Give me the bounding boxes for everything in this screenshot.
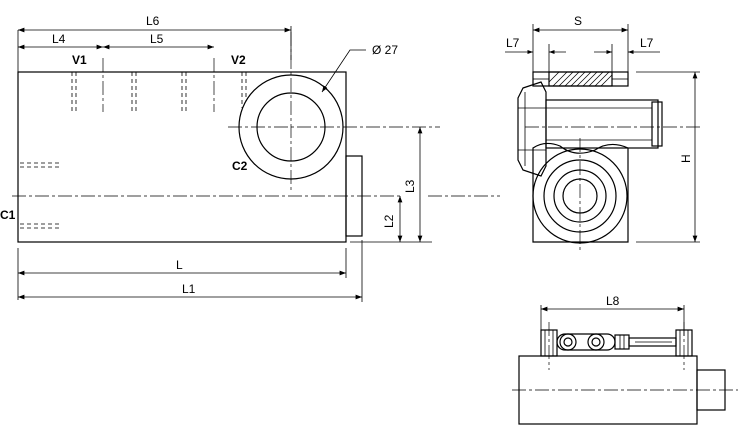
c1-hidden-lines: [20, 162, 60, 229]
label-L2: L2: [382, 214, 396, 228]
hatch-area: [548, 71, 613, 87]
side-view: [505, 24, 700, 250]
label-C2: C2: [232, 159, 248, 173]
label-L7-left: L7: [506, 36, 520, 50]
diameter-leader: [321, 49, 366, 93]
label-V1: V1: [72, 53, 87, 67]
label-C1: C1: [0, 208, 16, 222]
label-H: H: [679, 154, 693, 163]
side-block: [532, 142, 629, 243]
dim-L2-L3: [350, 127, 432, 243]
dim-L6: [17, 26, 292, 72]
hex-nut: [517, 81, 547, 177]
label-diameter: Ø 27: [372, 43, 398, 57]
label-L6: L6: [146, 14, 160, 28]
hidden-bores: [71, 58, 247, 112]
bottom-view: [512, 305, 738, 425]
label-V2: V2: [231, 53, 246, 67]
label-L3: L3: [403, 179, 417, 193]
front-view: [12, 26, 500, 302]
label-L7-right: L7: [640, 36, 654, 50]
label-L: L: [176, 258, 183, 272]
label-L8: L8: [606, 294, 620, 308]
dim-L1: [18, 240, 363, 302]
label-L1: L1: [182, 282, 196, 296]
label-L4: L4: [52, 32, 66, 46]
dim-L: [17, 248, 347, 300]
label-L5: L5: [150, 32, 164, 46]
label-S: S: [574, 14, 582, 28]
bolt: [545, 99, 663, 149]
c2-port: [228, 32, 440, 190]
